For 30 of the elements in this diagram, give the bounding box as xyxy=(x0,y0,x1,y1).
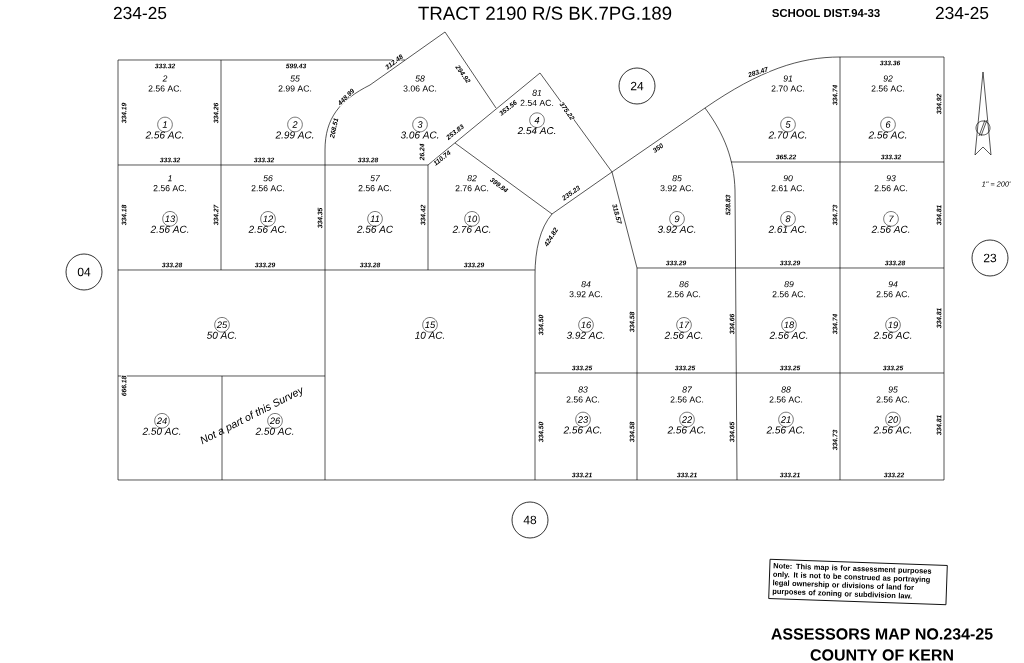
parcel-label: 90 2.61 AC. 8 2.61 AC. xyxy=(768,175,807,233)
parcel-label: 1 2.56 AC. 13 2.56 AC. xyxy=(150,175,189,233)
parcel-label: 86 2.56 AC. 17 2.56 AC. xyxy=(664,281,703,339)
parcel-label: 94 2.56 AC. 19 2.56 AC. xyxy=(873,281,912,339)
parcel-label: 2 2.56 AC. 1 2.56 AC. xyxy=(145,75,184,139)
parcel-label: 92 2.56 AC. 6 2.56 AC. xyxy=(868,75,907,139)
map-number: 234-25 xyxy=(113,6,167,20)
school-district-label: SCHOOL DIST.94-33 xyxy=(772,9,880,17)
parcel-label: 81 2.54 AC. 4 2.54 AC. xyxy=(517,89,556,135)
parcel-label: 87 2.56 AC. 22 2.56 AC. xyxy=(667,386,706,434)
assessor-map-label: COUNTY OF KERN xyxy=(810,649,953,661)
assessor-map-label: ASSESSORS MAP NO.234-25 xyxy=(771,628,993,640)
parcel-label: 84 3.92 AC. 16 3.92 AC. xyxy=(566,281,605,339)
parcel-label: 85 3.92 AC. 9 3.92 AC. xyxy=(657,175,696,233)
parcel-label: 91 2.70 AC. 5 2.70 AC. xyxy=(768,75,807,139)
parcel-label: 93 2.56 AC. 7 2.56 AC. xyxy=(871,175,910,233)
parcel-label: 15 10 AC. xyxy=(414,317,445,339)
parcel-label: 57 2.56 AC. 11 2.56 AC xyxy=(356,175,394,233)
map-number: 234-25 xyxy=(935,6,989,20)
parcel-label: 55 2.99 AC. 2 2.99 AC. xyxy=(275,75,314,139)
map-title: TRACT 2190 R/S BK.7PG.189 xyxy=(418,6,672,20)
parcel-label: 95 2.56 AC. 20 2.56 AC. xyxy=(873,386,912,434)
parcel-label: 58 3.06 AC. 3 3.06 AC. xyxy=(400,75,439,139)
parcel-label: 88 2.56 AC. 21 2.56 AC. xyxy=(766,386,805,434)
parcel-label: 82 2.76 AC. 10 2.76 AC. xyxy=(452,175,491,233)
parcel-label: 83 2.56 AC. 23 2.56 AC. xyxy=(563,386,602,434)
parcel-label: 56 2.56 AC. 12 2.56 AC. xyxy=(248,175,287,233)
parcel-label: 25 50 AC. xyxy=(206,317,237,339)
parcel-label: 89 2.56 AC. 18 2.56 AC. xyxy=(769,281,808,339)
parcel-label: 24 2.50 AC. xyxy=(142,413,181,435)
